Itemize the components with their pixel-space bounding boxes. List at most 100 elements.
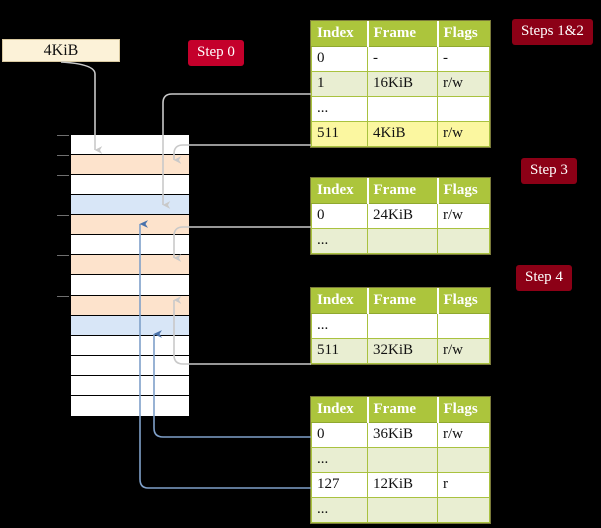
table-row: ... (311, 447, 490, 473)
cell-index: ... (311, 447, 368, 473)
memory-boundary-tick (57, 215, 69, 217)
memory-block-white (71, 135, 189, 156)
cell-index: 511 (311, 338, 368, 364)
cell-frame: 12KiB (367, 472, 438, 498)
cell-frame (367, 228, 438, 254)
badge-steps-1-2-label: Steps 1&2 (521, 23, 584, 39)
table-row: ... (311, 497, 490, 523)
cell-index: ... (311, 228, 368, 254)
cell-frame (367, 497, 438, 523)
cell-flags (437, 96, 490, 122)
memory-boundary-tick (57, 295, 69, 297)
badge-step-0: Step 0 (188, 40, 244, 66)
memory-boundary-tick (57, 175, 69, 177)
badge-steps-1-2: Steps 1&2 (512, 19, 593, 45)
badge-step-0-label: Step 0 (197, 44, 235, 60)
cell-frame: 32KiB (367, 338, 438, 364)
cell-flags (437, 313, 490, 339)
cell-flags: r/w (437, 203, 490, 229)
column-header-flags: Flags (436, 288, 490, 314)
memory-block-white (71, 355, 189, 376)
cell-frame (367, 96, 438, 122)
connector-t1-row0-to-memory (173, 226, 311, 262)
cell-flags (437, 447, 490, 473)
table-row: 0-- (311, 46, 490, 72)
memory-block-white (71, 335, 189, 356)
cell-frame (367, 447, 438, 473)
table-row: ... (311, 313, 490, 339)
cell-index: ... (311, 497, 368, 523)
badge-step-4: Step 4 (516, 265, 572, 291)
column-header-frame: Frame (366, 21, 438, 47)
cell-index: ... (311, 96, 368, 122)
request-size-box: 4KiB (2, 39, 120, 62)
memory-block-white (71, 235, 189, 256)
memory-boundary-tick (57, 255, 69, 257)
connector-t2-row511-to-memory (173, 296, 311, 365)
cell-index: 511 (311, 121, 368, 147)
cell-flags: r (437, 472, 490, 498)
cell-frame: 24KiB (367, 203, 438, 229)
column-header-index: Index (311, 21, 368, 47)
memory-block-white (71, 395, 189, 416)
column-header-frame: Frame (366, 397, 438, 423)
memory-block-white (71, 175, 189, 196)
cell-index: 1 (311, 71, 368, 97)
column-header-frame: Frame (366, 288, 438, 314)
badge-step-4-label: Step 4 (525, 269, 563, 285)
cell-index: 127 (311, 472, 368, 498)
table-row: ... (311, 96, 490, 122)
badge-step-3: Step 3 (521, 158, 577, 184)
memory-block-orange (71, 255, 189, 276)
memory-block-orange (71, 295, 189, 316)
column-header-frame: Frame (366, 178, 438, 204)
cell-flags (437, 497, 490, 523)
cell-flags (437, 228, 490, 254)
request-size-label: 4KiB (43, 41, 79, 59)
memory-block-white (71, 375, 189, 396)
cell-index: ... (311, 313, 368, 339)
column-header-index: Index (311, 397, 368, 423)
column-header-flags: Flags (436, 21, 490, 47)
connector-t0-row511-to-memory (173, 144, 311, 164)
column-header-flags: Flags (436, 178, 490, 204)
column-header-index: Index (311, 178, 368, 204)
cell-flags: r/w (437, 121, 490, 147)
cell-frame: 36KiB (367, 422, 438, 448)
cell-frame (367, 313, 438, 339)
cell-frame: - (367, 46, 438, 72)
column-header-flags: Flags (436, 397, 490, 423)
physical-memory-column (57, 134, 190, 416)
memory-block-white (71, 275, 189, 296)
cell-flags: - (437, 46, 490, 72)
cell-frame: 4KiB (367, 121, 438, 147)
column-header-index: Index (311, 288, 368, 314)
memory-boundary-tick (57, 135, 69, 136)
table-row: ... (311, 228, 490, 254)
cell-index: 0 (311, 46, 368, 72)
cell-index: 0 (311, 422, 368, 448)
memory-block-orange (71, 215, 189, 236)
cell-index: 0 (311, 203, 368, 229)
badge-step-3-label: Step 3 (530, 162, 568, 178)
cell-flags: r/w (437, 71, 490, 97)
cell-frame: 16KiB (367, 71, 438, 97)
memory-block-blue (71, 315, 189, 336)
memory-boundary-tick (57, 155, 69, 157)
memory-block-blue (71, 195, 189, 216)
